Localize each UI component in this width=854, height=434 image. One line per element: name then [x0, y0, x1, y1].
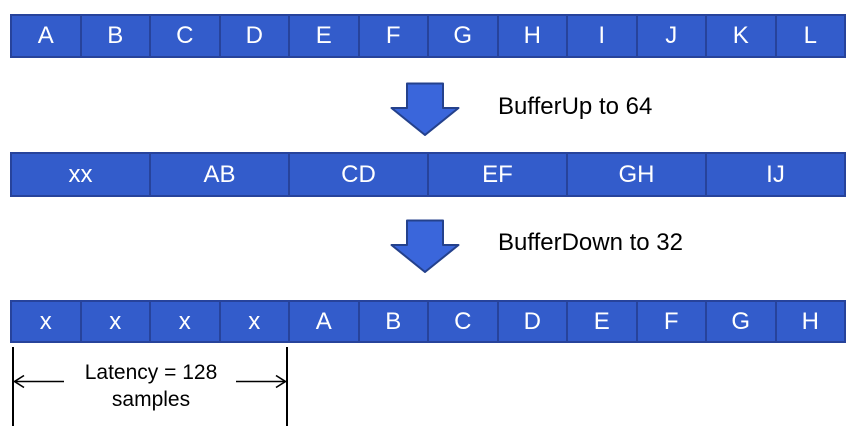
buffer-row-input: A B C D E F G H I J K L: [10, 14, 846, 58]
buffer-cell: E: [288, 16, 358, 56]
buffer-cell: I: [566, 16, 636, 56]
buffer-cell: EF: [427, 154, 566, 195]
buffer-cell: D: [496, 302, 567, 341]
buffer-cell: C: [427, 302, 497, 341]
down-arrow-icon: [390, 219, 460, 273]
buffer-cell: E: [566, 302, 636, 341]
step-label-bufferup: BufferUp to 64: [498, 93, 653, 120]
buffer-cell: L: [774, 16, 845, 56]
left-arrow-icon: [13, 374, 64, 389]
right-arrow-icon: [236, 374, 287, 389]
buffer-cell: B: [357, 302, 428, 341]
latency-bound-right-line: [286, 347, 288, 426]
buffer-cell: H: [774, 302, 845, 341]
buffer-cell: K: [705, 16, 775, 56]
step-label-bufferdown: BufferDown to 32: [498, 229, 684, 256]
buffer-cell: G: [427, 16, 497, 56]
down-arrow-icon: [390, 82, 460, 136]
buffer-cell: x: [79, 302, 150, 341]
buffer-row-output: x x x x A B C D E F G H: [10, 300, 846, 343]
buffer-cell: A: [288, 302, 358, 341]
buffer-cell: G: [705, 302, 775, 341]
buffer-cell: J: [635, 16, 706, 56]
buffer-cell: H: [496, 16, 567, 56]
buffer-cell: C: [149, 16, 219, 56]
buffer-cell: AB: [149, 154, 288, 195]
buffer-row-bufferup: xx AB CD EF GH IJ: [10, 152, 846, 197]
buffer-cell: CD: [288, 154, 427, 195]
buffer-cell: GH: [566, 154, 705, 195]
buffer-cell: x: [149, 302, 219, 341]
buffer-cell: A: [37, 22, 54, 49]
buffer-cell: D: [218, 16, 289, 56]
buffer-cell: F: [357, 16, 428, 56]
buffer-cell: x: [39, 307, 52, 335]
buffer-cell: F: [635, 302, 706, 341]
buffer-cell: x: [218, 302, 289, 341]
buffer-cell: IJ: [705, 154, 844, 195]
latency-label: Latency = 128 samples: [70, 359, 232, 413]
buffer-cell: xx: [68, 160, 93, 188]
buffer-cell: B: [79, 16, 150, 56]
latency-label-line2: samples: [111, 388, 191, 411]
latency-label-line1: Latency = 128: [84, 361, 218, 384]
latency-bound-left-line: [12, 347, 14, 426]
